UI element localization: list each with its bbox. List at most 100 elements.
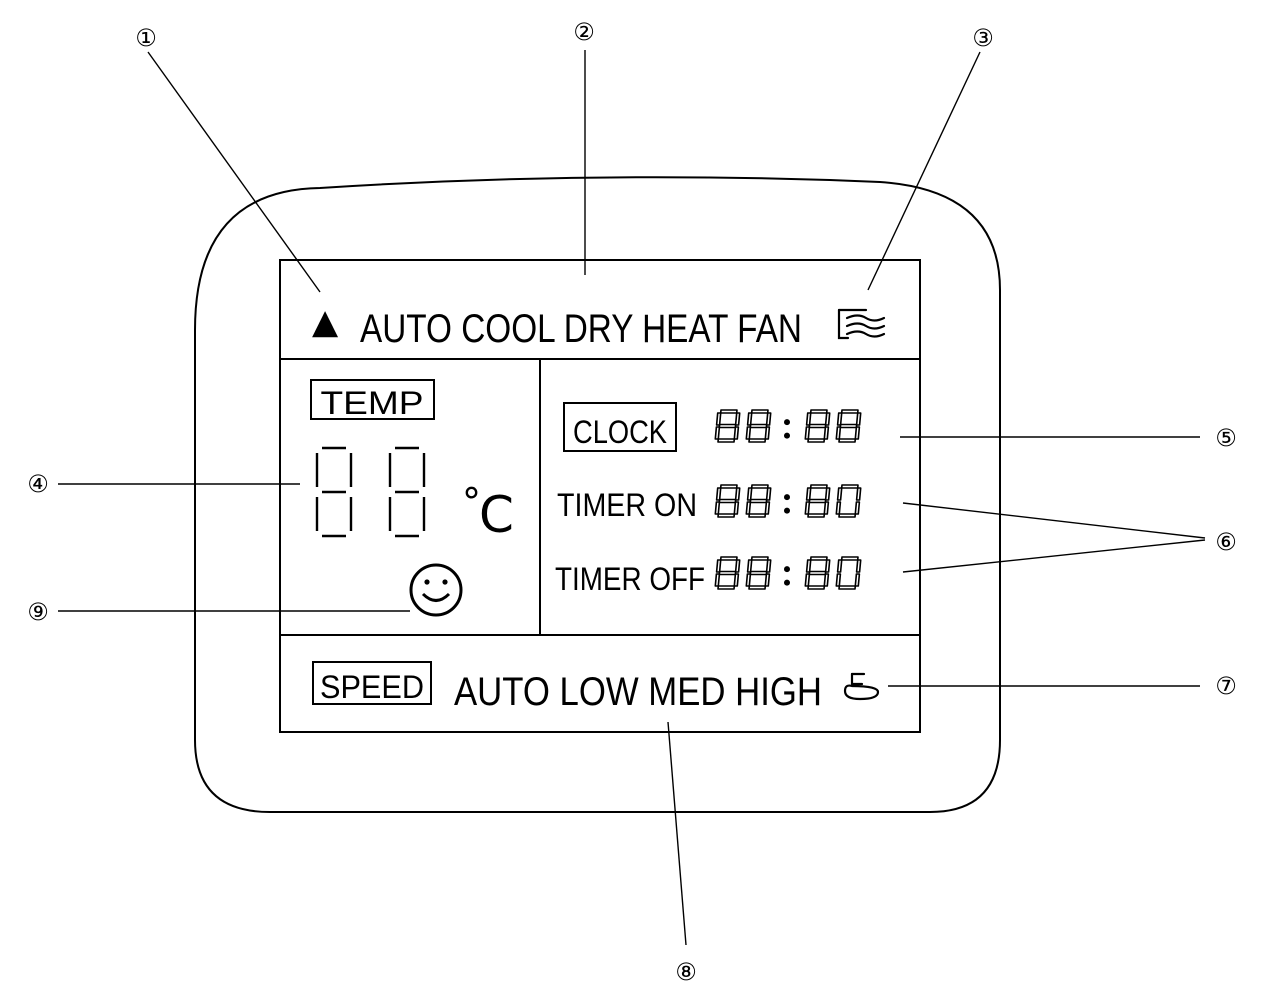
colon-dot xyxy=(784,494,790,501)
segment-g xyxy=(749,570,768,576)
segment-e xyxy=(804,501,811,515)
segment-a xyxy=(719,409,738,414)
mode-indicator-icon: ▲ xyxy=(312,302,339,342)
segment-f xyxy=(805,559,812,573)
segment-b xyxy=(824,487,831,501)
segment-c xyxy=(764,573,771,587)
callout-3: ③ xyxy=(972,24,994,52)
temp-label: TEMP xyxy=(321,385,424,421)
leader-1 xyxy=(147,51,321,293)
smiley-icon xyxy=(409,563,463,617)
clock-label: CLOCK xyxy=(573,414,667,450)
timer-on-digits xyxy=(714,484,862,518)
timer-on-label: TIMER ON xyxy=(557,487,697,523)
segment-b xyxy=(734,559,741,573)
colon-dot xyxy=(784,507,790,514)
segment-a xyxy=(809,409,828,414)
leader-6a xyxy=(902,502,1206,539)
segment-c xyxy=(733,426,740,440)
clock-label-box xyxy=(563,402,677,452)
seg-digit xyxy=(835,484,862,518)
segment-a xyxy=(719,556,738,561)
segment-c xyxy=(854,573,861,587)
segment-a xyxy=(750,409,769,414)
segment-g xyxy=(839,423,858,429)
segment-e xyxy=(804,573,811,587)
segment-a xyxy=(719,484,738,489)
segment-a xyxy=(809,484,828,489)
remote-housing-outline xyxy=(194,176,1001,813)
segment-g xyxy=(808,570,827,576)
segment-d xyxy=(748,438,767,443)
segment-a xyxy=(750,556,769,561)
seg-digit xyxy=(745,409,772,443)
segment-f xyxy=(836,487,843,501)
colon-dot xyxy=(784,419,790,426)
speed-options: AUTO LOW MED HIGH xyxy=(454,670,822,714)
segment-e xyxy=(714,573,721,587)
segment-b xyxy=(765,487,772,501)
leader-6b xyxy=(902,539,1206,573)
segment-d xyxy=(838,513,857,518)
segment-e xyxy=(835,573,842,587)
leader-lines xyxy=(58,50,1206,946)
temp-unit-degree: ° xyxy=(462,480,481,524)
segment-f xyxy=(836,559,843,573)
fan-speed-icon xyxy=(843,672,880,701)
seg-digit xyxy=(714,484,741,518)
colon-dot xyxy=(784,432,790,439)
seg-digit xyxy=(745,556,772,590)
segment-b xyxy=(855,487,862,501)
seg-digit xyxy=(804,556,831,590)
callout-6: ⑥ xyxy=(1215,528,1237,556)
segment-b xyxy=(824,412,831,426)
segment-b xyxy=(855,559,862,573)
colon-dot xyxy=(784,579,790,586)
segment-e xyxy=(745,573,752,587)
segment-c xyxy=(733,573,740,587)
segment-a xyxy=(809,556,828,561)
callout-4: ④ xyxy=(27,470,49,498)
segment-d xyxy=(748,513,767,518)
segment-f xyxy=(715,559,722,573)
segment-f xyxy=(746,559,753,573)
segment-d xyxy=(807,513,826,518)
segment-f xyxy=(836,412,843,426)
callout-5: ⑤ xyxy=(1215,424,1237,452)
segment-d xyxy=(748,585,767,590)
segment-g xyxy=(718,498,737,504)
segment-c xyxy=(764,501,771,515)
segment-b xyxy=(855,412,862,426)
segment-c xyxy=(823,501,830,515)
callout-1: ① xyxy=(135,24,157,52)
speed-label: SPEED xyxy=(320,669,424,705)
segment-f xyxy=(715,412,722,426)
speed-label-box xyxy=(312,661,432,705)
segment-g xyxy=(749,423,768,429)
segment-g xyxy=(808,423,827,429)
segment-f xyxy=(805,487,812,501)
segment-f xyxy=(746,487,753,501)
clock-digits xyxy=(714,409,862,443)
seg-digit xyxy=(714,556,741,590)
segment-d xyxy=(838,585,857,590)
segment-e xyxy=(714,426,721,440)
seg-digit xyxy=(835,409,862,443)
callout-2: ② xyxy=(573,18,595,46)
segment-f xyxy=(746,412,753,426)
timer-off-label: TIMER OFF xyxy=(555,561,705,597)
segment-b xyxy=(734,412,741,426)
segment-f xyxy=(805,412,812,426)
lcd-frame xyxy=(279,259,921,733)
seg-digit xyxy=(804,484,831,518)
temp-unit-celsius: C xyxy=(479,486,514,544)
segment-a xyxy=(840,409,859,414)
colon-dot xyxy=(784,566,790,573)
segment-e xyxy=(835,426,842,440)
segment-e xyxy=(745,501,752,515)
segment-g xyxy=(808,498,827,504)
segment-d xyxy=(807,438,826,443)
segment-b xyxy=(734,487,741,501)
segment-b xyxy=(765,412,772,426)
